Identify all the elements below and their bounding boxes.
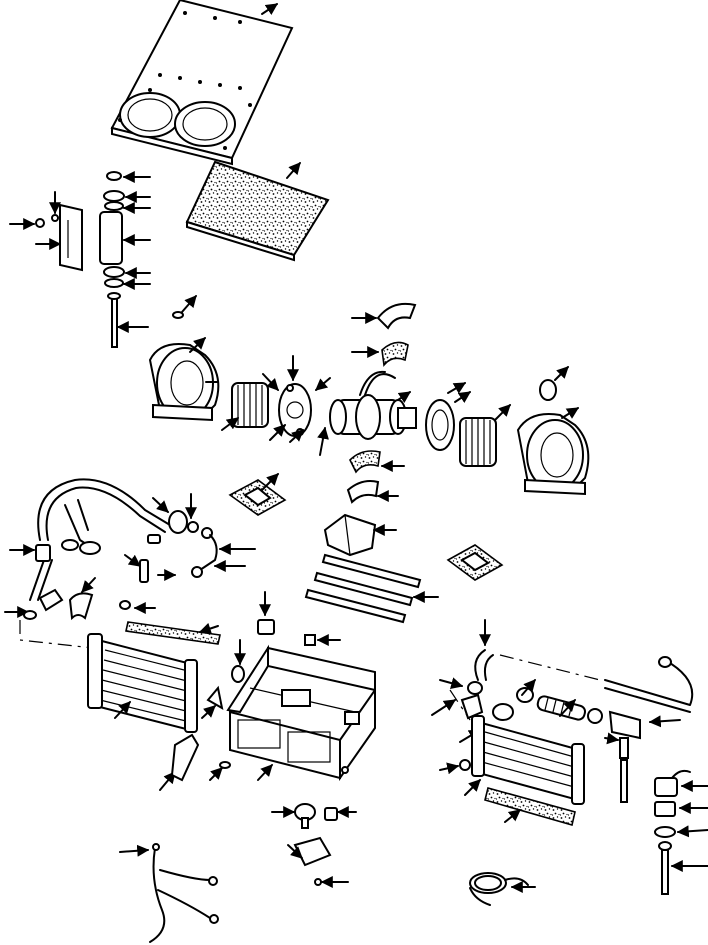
grommet	[231, 665, 245, 683]
motor-mount-plate	[278, 383, 312, 437]
gasket-square-right	[446, 544, 504, 581]
support-bars	[304, 553, 422, 624]
bracket-assembly	[35, 171, 125, 348]
small-nut	[459, 759, 471, 771]
leader-arrow	[286, 162, 301, 179]
leader-arrow	[114, 701, 131, 719]
control-switch-assembly	[293, 803, 338, 886]
small-plate	[304, 634, 316, 646]
bracket-leader-arrows	[9, 171, 151, 333]
left-blower-wheel	[231, 382, 269, 428]
relay-block	[257, 619, 275, 635]
gasket-square-left	[228, 479, 287, 516]
leader-arrow	[439, 762, 460, 775]
wiring-harness	[149, 843, 219, 943]
clamp-strap-lower	[346, 450, 381, 504]
small-fittings-left	[23, 534, 161, 621]
leader-arrow	[464, 779, 481, 796]
right-leader-arrows	[447, 366, 580, 421]
leader-arrow	[261, 473, 279, 491]
coiled-wire	[469, 872, 529, 906]
hose-elbow-right	[474, 619, 494, 681]
leader-arrow	[119, 844, 150, 857]
filter-strip-left	[125, 621, 221, 645]
heater-hose-left	[29, 478, 171, 601]
leader-arrow	[181, 295, 197, 313]
valve-fitting-left	[168, 510, 218, 578]
connection-line	[499, 654, 601, 681]
small-screw	[172, 311, 184, 319]
right-valve-arrows	[431, 677, 681, 745]
small-screw	[219, 761, 231, 769]
filter-strip-right	[484, 787, 576, 827]
center-box-arrows	[159, 591, 341, 791]
leader-arrow	[261, 3, 278, 15]
top-cover-plate	[110, 0, 294, 166]
clamp-strap-upper	[376, 302, 417, 367]
center-mounting-bracket	[323, 513, 377, 557]
heater-core-left	[87, 633, 198, 733]
blower-motor	[329, 370, 417, 440]
right-small-arrows	[670, 780, 708, 872]
wire-clip	[539, 379, 557, 401]
damper-flap	[170, 733, 200, 782]
right-small-parts	[654, 769, 691, 895]
right-gasket	[425, 399, 455, 451]
right-valve-assembly	[460, 681, 641, 803]
left-hose-arrows	[4, 493, 256, 618]
switch-arrows	[271, 806, 357, 888]
center-housing-box	[226, 644, 376, 782]
motor-leader-arrows	[262, 355, 411, 456]
heater-core-right	[471, 715, 585, 805]
leader-arrow	[504, 809, 521, 823]
right-blower-wheel	[459, 417, 497, 467]
clip-bracket	[206, 685, 224, 710]
right-blower-housing	[516, 413, 590, 496]
leader-arrow	[221, 417, 239, 431]
leader-arrow	[189, 337, 206, 353]
left-blower-housing	[148, 343, 220, 422]
right-pipe	[604, 656, 694, 713]
filter-pad	[185, 160, 330, 262]
leader-arrow	[198, 622, 219, 635]
